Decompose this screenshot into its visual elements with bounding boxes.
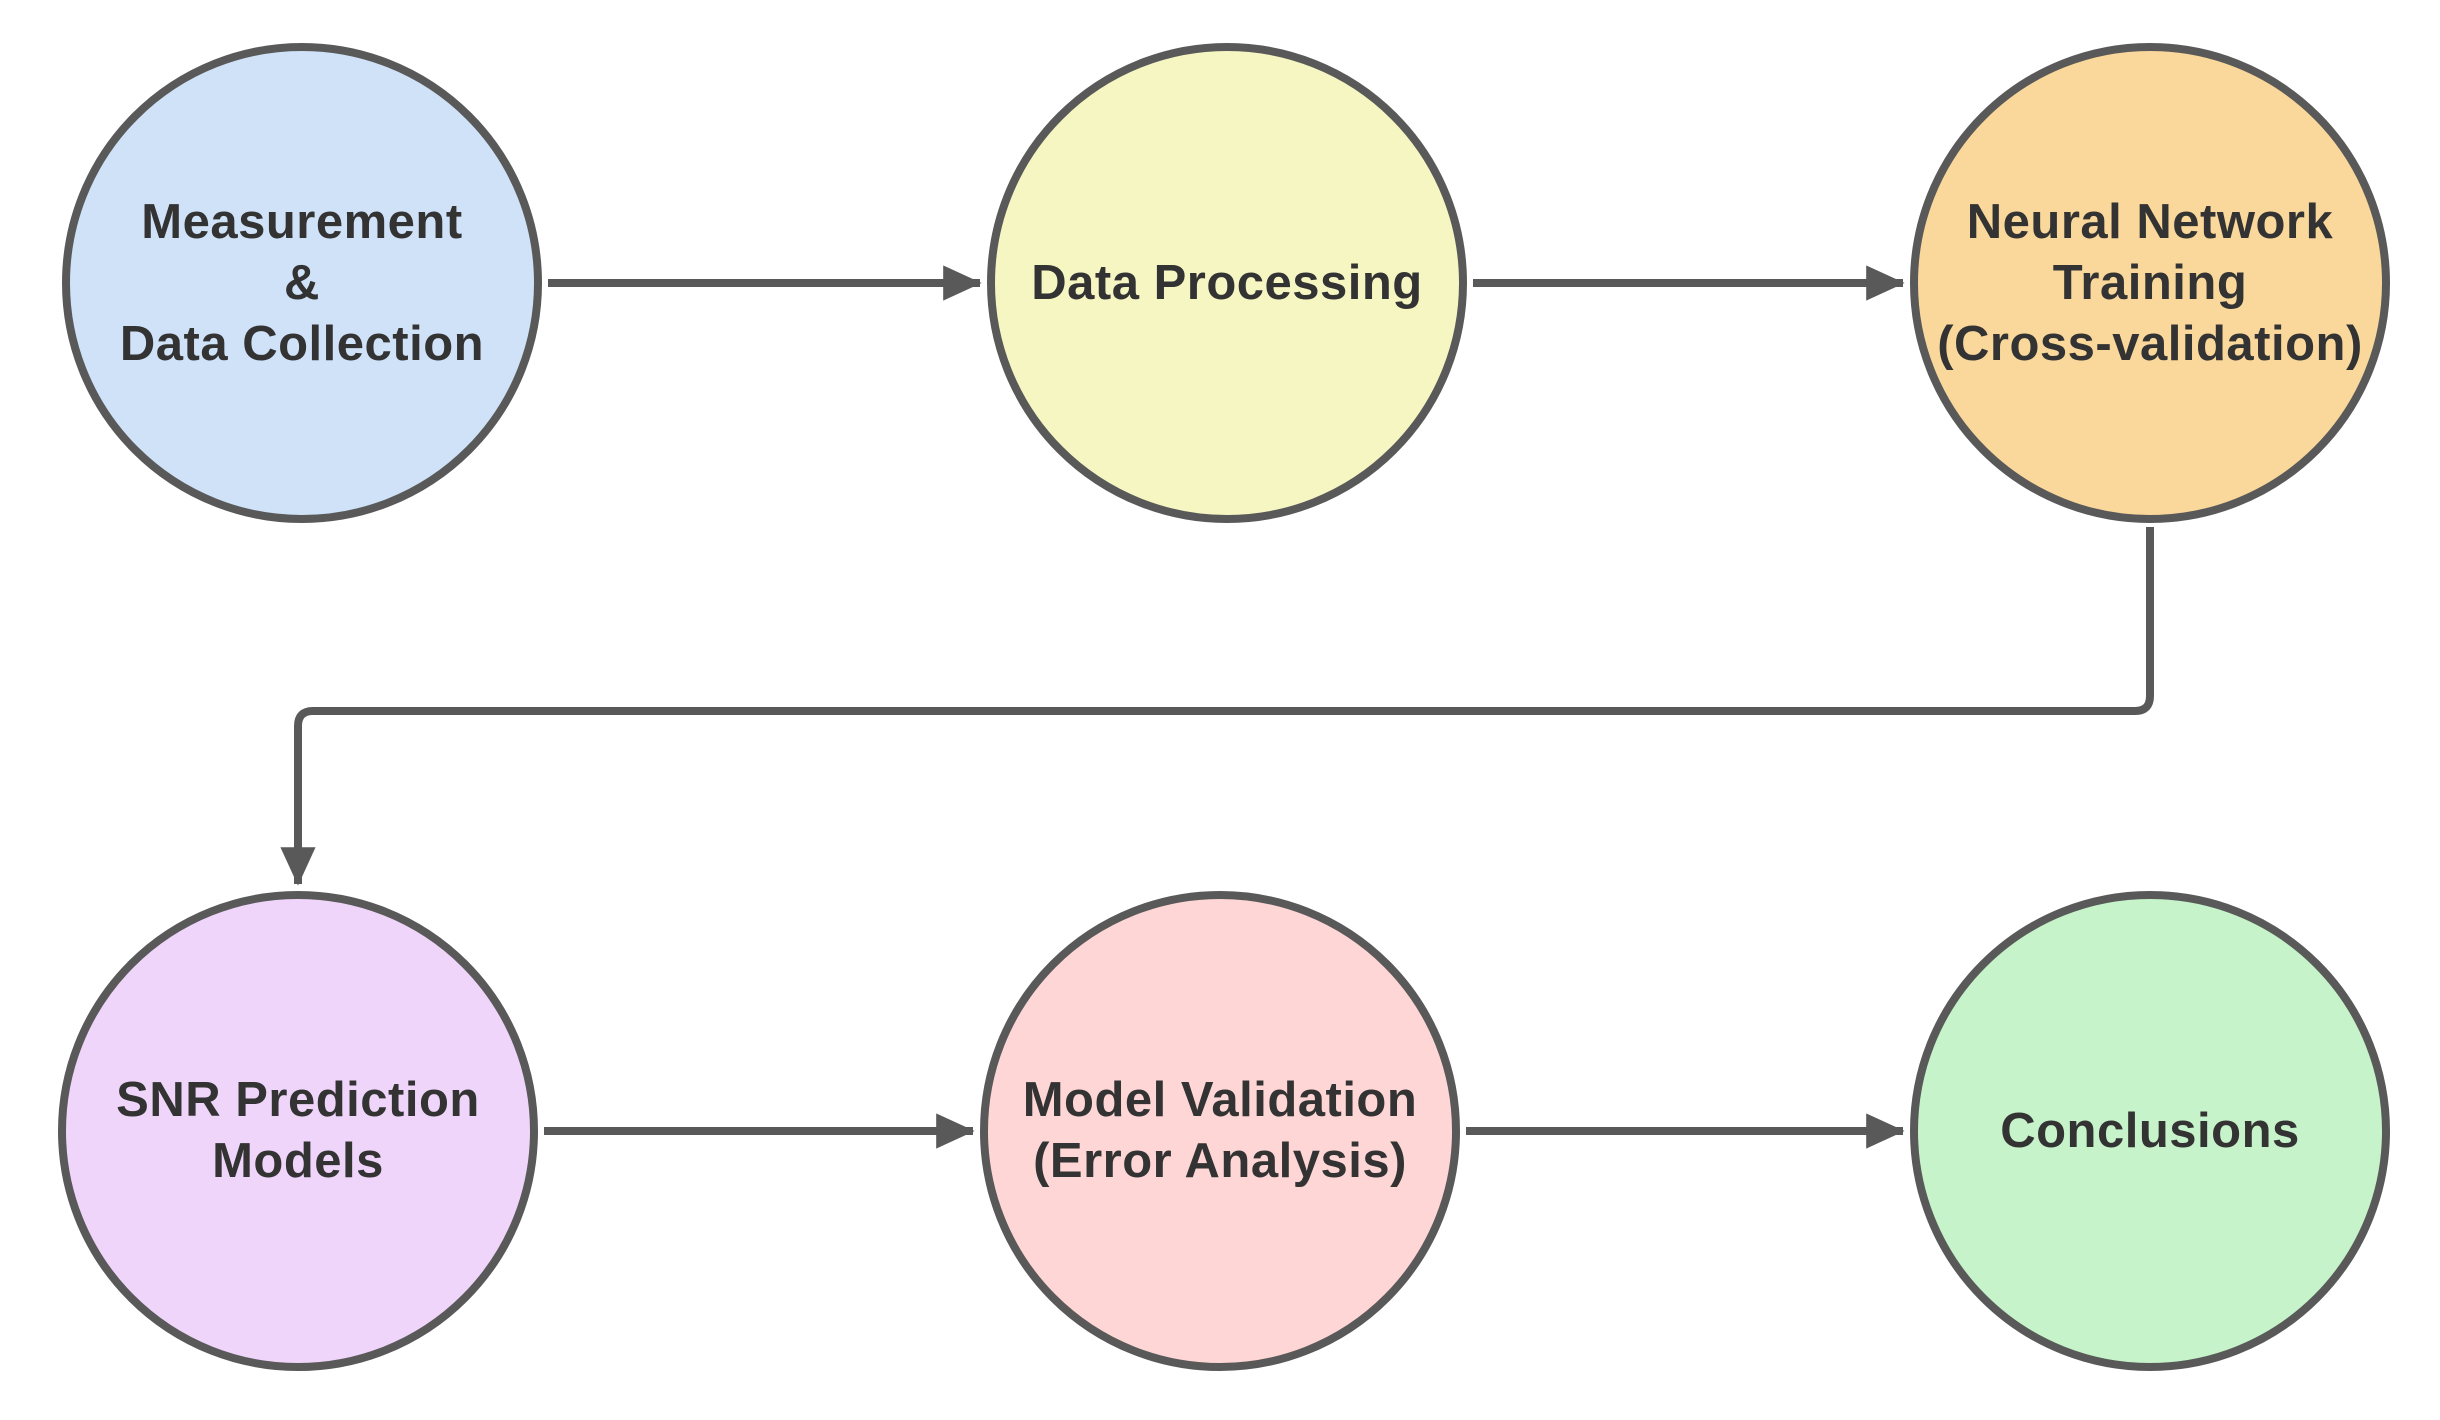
node-label: Conclusions	[2000, 1103, 2300, 1158]
node-label: Model Validation (Error Analysis)	[1022, 1073, 1418, 1188]
node-label: SNR Prediction Models	[116, 1073, 480, 1188]
node-label: Measurement & Data Collection	[119, 194, 485, 371]
node-neural-network-training: Neural Network Training (Cross-validatio…	[1910, 43, 2390, 523]
node-label: Neural Network Training (Cross-validatio…	[1937, 194, 2363, 371]
node-snr-prediction-models: SNR Prediction Models	[58, 891, 538, 1371]
node-measurement-data-collection: Measurement & Data Collection	[62, 43, 542, 523]
node-label: Data Processing	[1031, 255, 1423, 310]
node-data-processing: Data Processing	[987, 43, 1467, 523]
edge-nn-training-to-snr-models	[280, 527, 2154, 886]
node-conclusions: Conclusions	[1910, 891, 2390, 1371]
node-model-validation: Model Validation (Error Analysis)	[980, 891, 1460, 1371]
